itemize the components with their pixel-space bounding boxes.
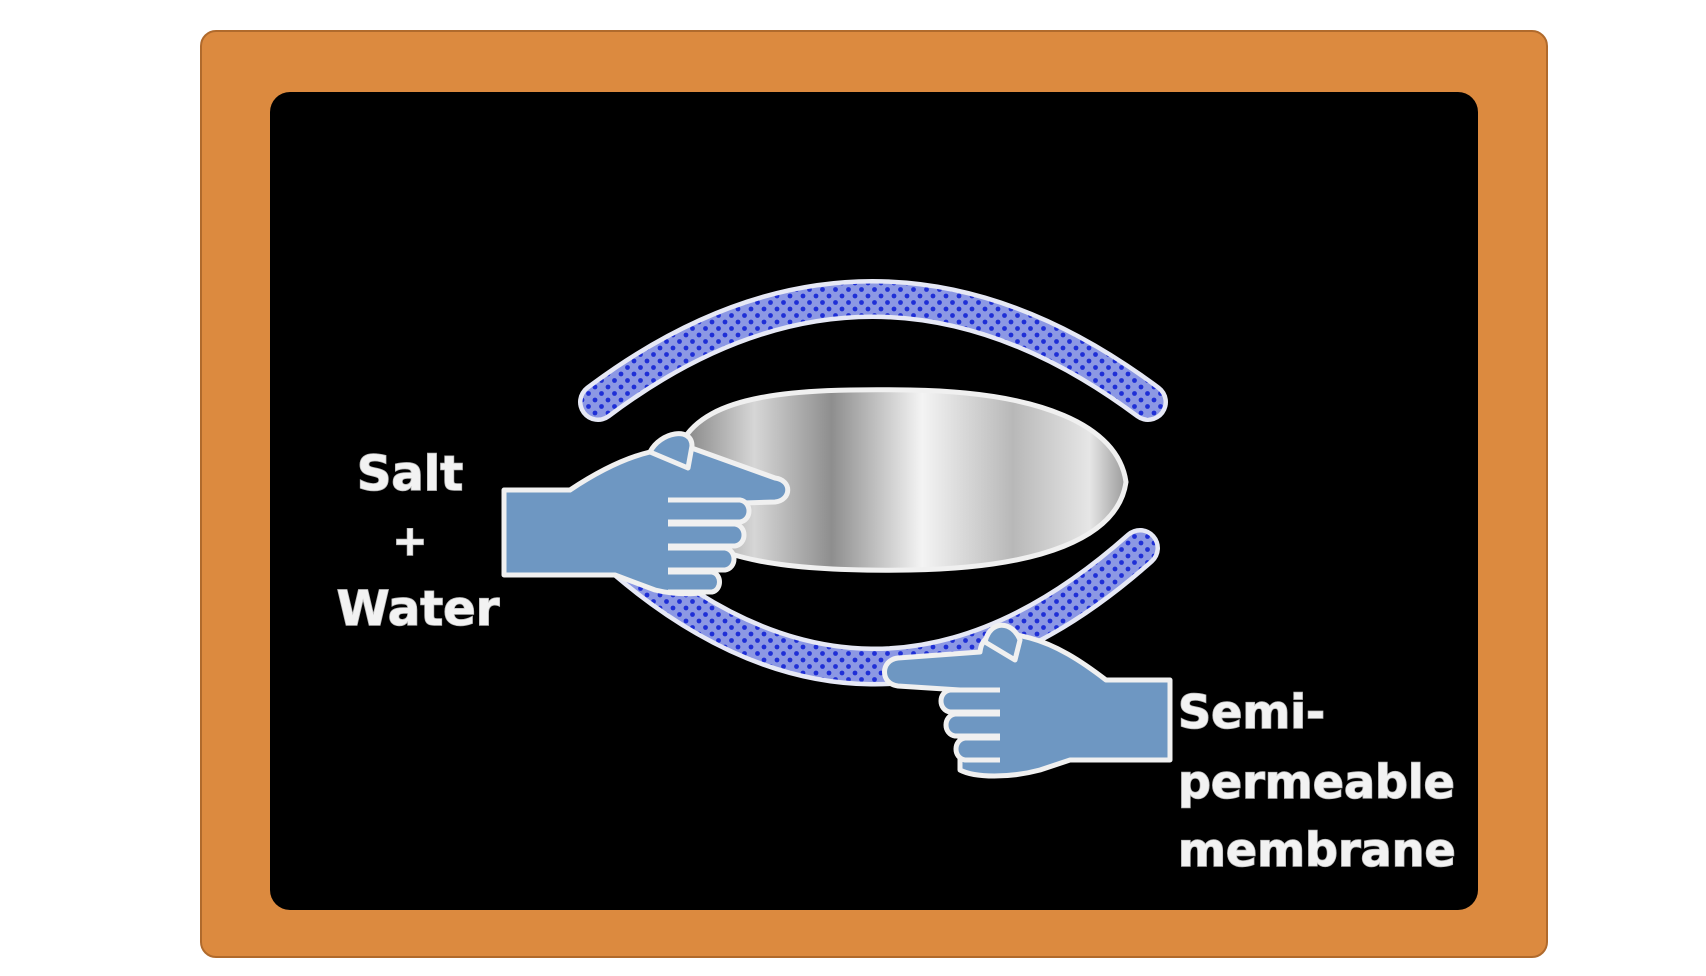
label-salt: Salt — [357, 446, 463, 502]
label-water: Water — [337, 581, 500, 637]
membrane-bottom — [584, 522, 1160, 687]
membrane-top — [578, 279, 1168, 422]
label-plus: + — [392, 516, 427, 565]
label-permeable: permeable — [1178, 755, 1455, 809]
label-semi: Semi- — [1178, 685, 1325, 739]
pointing-hand-icon — [501, 431, 791, 597]
pointing-hand-icon — [882, 622, 1173, 779]
label-membrane: membrane — [1178, 823, 1456, 877]
